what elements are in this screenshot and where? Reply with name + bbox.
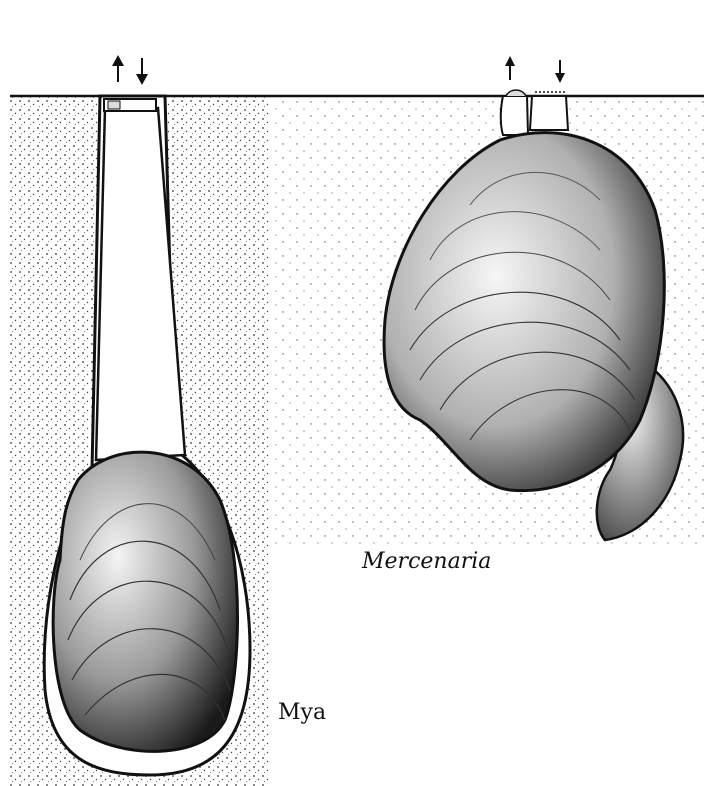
mercenaria-label: Mercenaria [362, 549, 491, 574]
mya-shell [53, 452, 237, 751]
mercenaria-siphons [501, 90, 568, 135]
mya-siphon-flow-arrows [112, 55, 148, 85]
mercenaria-siphon-flow-arrows [505, 56, 565, 83]
mya-label: Mya [278, 700, 326, 725]
